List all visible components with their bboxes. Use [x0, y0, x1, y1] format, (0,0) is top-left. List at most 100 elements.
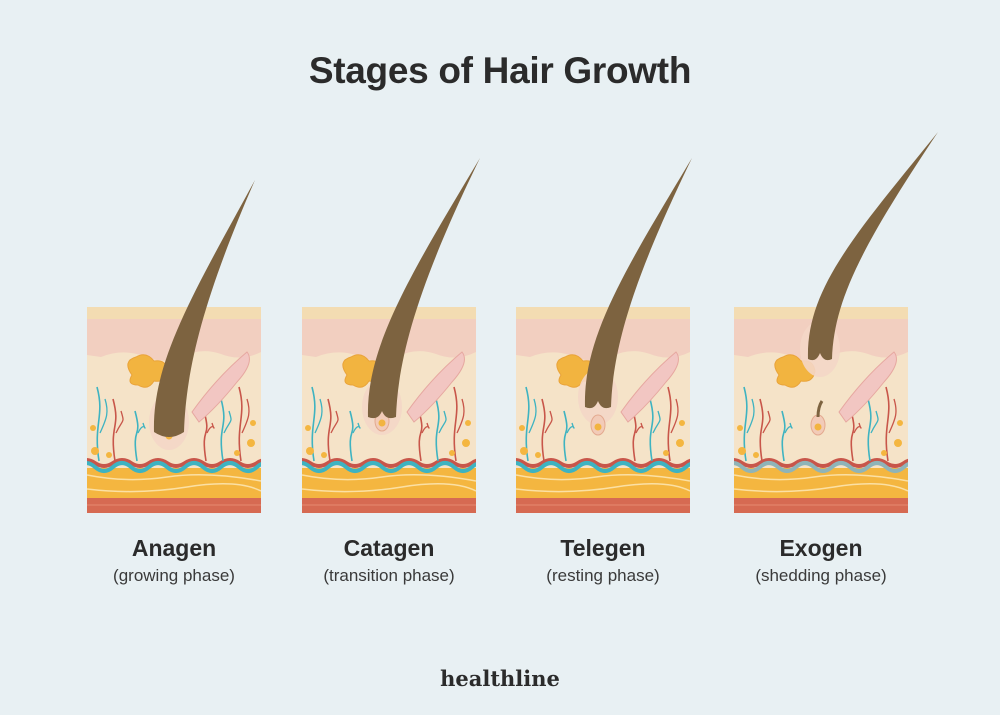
capillary: [349, 410, 354, 462]
fat-globule: [738, 447, 746, 455]
capillary-branch: [566, 422, 575, 434]
arrector-pili-muscle: [620, 351, 679, 423]
capillary-branch: [746, 398, 755, 434]
fat-line: [302, 483, 476, 493]
fat-globule: [247, 439, 255, 447]
stage-phase: (transition phase): [323, 566, 455, 585]
capillary-branch: [456, 398, 465, 434]
capillary: [238, 386, 243, 462]
fat-line: [516, 483, 690, 493]
papilla-core: [594, 423, 602, 431]
capillary-branch: [870, 410, 879, 434]
arrector-pili-muscle: [191, 351, 250, 423]
capillary-branch: [528, 398, 537, 434]
fat-line: [302, 474, 476, 482]
capillary-branch: [99, 398, 108, 434]
capillary-branch: [784, 422, 793, 434]
capillary-branch: [115, 410, 124, 434]
fat-globule: [519, 425, 525, 431]
fat-line: [87, 483, 261, 493]
capillary-branch: [762, 410, 771, 434]
epidermis-layer: [516, 307, 690, 319]
fat-globule: [250, 420, 256, 426]
capillary-branch: [652, 410, 661, 434]
fat-globule: [676, 439, 684, 447]
capillary: [632, 410, 637, 462]
diagram-title: Stages of Hair Growth: [308, 50, 692, 91]
capillary-branch: [853, 422, 862, 434]
papilla-core: [378, 419, 386, 427]
capillary: [112, 398, 117, 462]
capillary: [418, 410, 423, 462]
capillary: [203, 410, 208, 462]
fat-globule: [679, 420, 685, 426]
fat-globule: [663, 450, 669, 456]
red-blood-vessel: [87, 458, 261, 468]
fat-layer: [87, 468, 261, 498]
capillary: [667, 386, 672, 462]
fat-line: [734, 474, 908, 482]
blue-blood-vessel: [734, 461, 908, 473]
blue-blood-vessel: [302, 461, 476, 473]
capillary-branch: [330, 410, 339, 434]
capillary-branch: [137, 422, 146, 434]
blue-blood-vessel: [516, 461, 690, 473]
capillary-branch: [635, 422, 644, 434]
red-blood-vessel: [302, 458, 476, 468]
capillary-branch: [314, 398, 323, 434]
hair-shaft: [367, 158, 480, 419]
capillary-branch: [241, 398, 250, 434]
fat-globule: [106, 452, 112, 458]
stage-phase: (growing phase): [113, 566, 235, 585]
fat-line: [516, 474, 690, 482]
new-hair-sprout: [816, 400, 824, 418]
fat-globule: [897, 420, 903, 426]
papilla-core: [814, 423, 822, 431]
capillary-branch: [352, 422, 361, 434]
epidermis-layer: [87, 307, 261, 319]
stage-phase: (shedding phase): [755, 566, 887, 585]
blue-blood-vessel: [87, 461, 261, 473]
capillary: [327, 398, 332, 462]
capillary: [759, 398, 764, 462]
hair-shaft: [584, 158, 692, 409]
arrector-pili-muscle: [838, 351, 897, 423]
fat-layer: [516, 468, 690, 498]
stage-name: Telegen: [560, 535, 646, 561]
capillary: [541, 398, 546, 462]
healthline-logo: healthline: [440, 666, 560, 691]
capillary-branch: [421, 422, 430, 434]
red-blood-vessel: [734, 458, 908, 468]
fat-layer: [302, 468, 476, 498]
stage-name: Anagen: [131, 535, 217, 561]
epidermis-layer: [302, 307, 476, 319]
arrector-pili-muscle: [406, 351, 465, 423]
fat-globule: [305, 425, 311, 431]
capillary-branch: [438, 410, 447, 434]
capillary-branch: [670, 398, 679, 434]
fat-globule: [90, 425, 96, 431]
capillary: [781, 410, 786, 462]
fat-globule: [306, 447, 314, 455]
capillary-branch: [206, 422, 215, 434]
fat-globule: [321, 452, 327, 458]
capillary-branch: [544, 410, 553, 434]
capillary-branch: [223, 410, 232, 434]
capillary: [885, 386, 890, 462]
fat-globule: [91, 447, 99, 455]
fat-globule: [894, 439, 902, 447]
capillary: [134, 410, 139, 462]
stage-phase: (resting phase): [546, 566, 660, 585]
fat-globule: [462, 439, 470, 447]
fat-line: [87, 474, 261, 482]
capillary: [435, 398, 440, 462]
fat-layer: [734, 468, 908, 498]
hair-shaft: [807, 132, 938, 361]
hair-shaft: [153, 180, 255, 437]
fat-globule: [449, 450, 455, 456]
fat-globule: [465, 420, 471, 426]
